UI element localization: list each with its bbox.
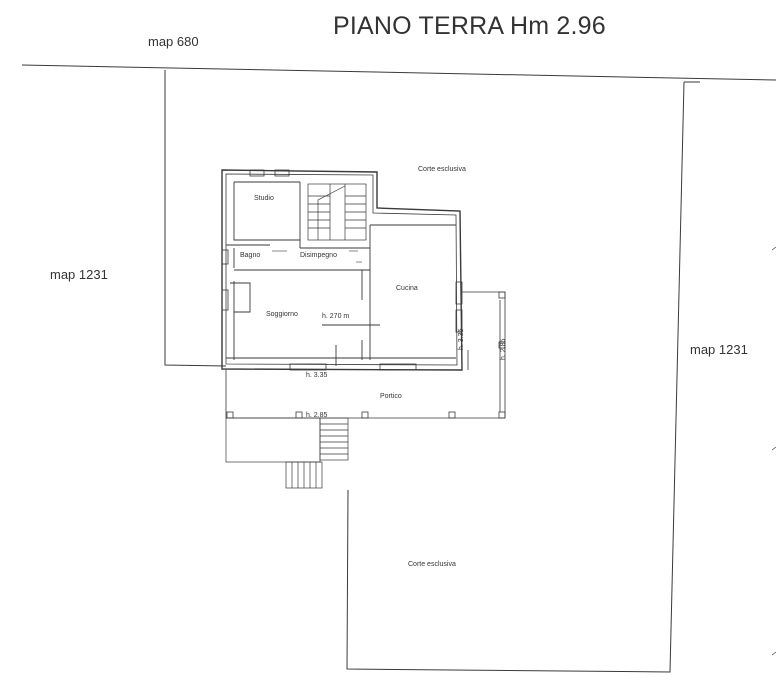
room-label-disimpegno: Disimpegno	[300, 252, 337, 259]
height-label-285-porch: h. 2.85	[306, 412, 328, 419]
room-label-corte-top: Corte esclusiva	[418, 166, 466, 173]
room-label-studio: Studio	[254, 195, 274, 202]
map-label-right: map 1231	[690, 342, 748, 357]
room-label-soggiorno: Soggiorno	[266, 311, 298, 318]
height-label-335-right: h. 3.35	[458, 328, 465, 350]
height-label-335-bottom: h. 3.35	[306, 372, 328, 379]
internal-stair	[307, 183, 367, 241]
property-boundary	[21, 64, 776, 81]
plan-title: PIANO TERRA Hm 2.96	[333, 12, 606, 40]
windows	[221, 169, 463, 371]
markers	[272, 246, 776, 656]
map-label-left: map 1231	[50, 267, 108, 282]
building-outer-walls	[221, 169, 463, 371]
interior-walls	[226, 181, 456, 366]
room-label-cucina: Cucina	[396, 285, 418, 292]
ceiling-height-soggiorno: h. 270 m	[322, 313, 350, 320]
height-label-285-right: h. 2.85	[500, 338, 507, 360]
map-label-top: map 680	[148, 34, 199, 49]
room-label-portico: Portico	[380, 393, 402, 400]
room-label-corte-bottom: Corte esclusiva	[408, 561, 456, 568]
parcel-left-edge	[164, 70, 227, 367]
room-label-bagno: Bagno	[240, 252, 261, 259]
parcel-right-edge	[346, 81, 685, 673]
external-stairs	[225, 417, 349, 489]
